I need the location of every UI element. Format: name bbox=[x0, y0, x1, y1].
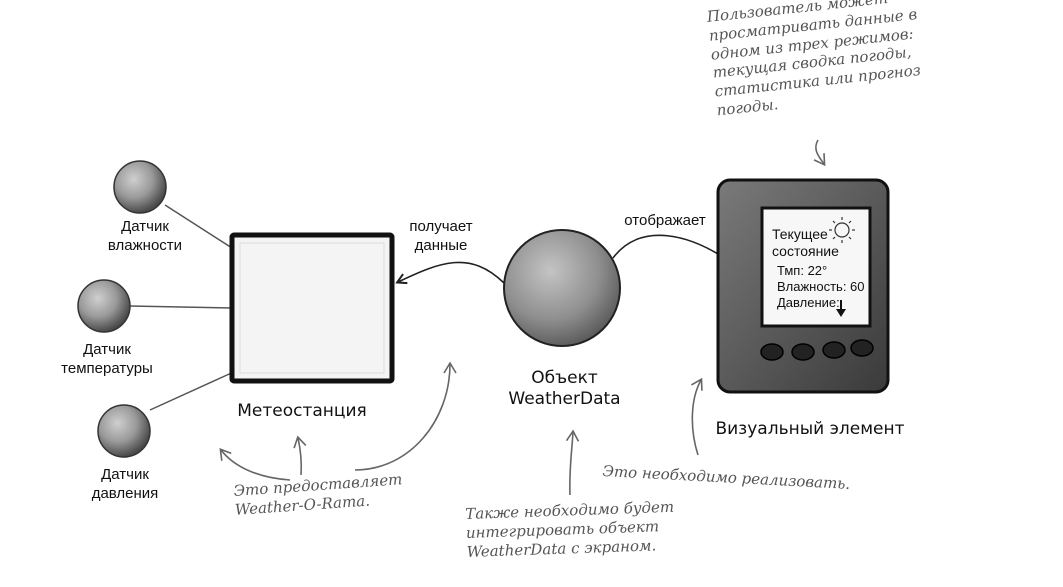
display-device-buttons bbox=[760, 339, 874, 361]
gets-data-label: получает данные bbox=[409, 218, 473, 254]
sun-icon bbox=[829, 217, 855, 243]
note-integrate-arrow bbox=[565, 429, 580, 496]
display-label: Визуальный элемент bbox=[715, 419, 905, 439]
screen-pressure: Давление: bbox=[777, 295, 840, 310]
sensor-humidity-sphere bbox=[113, 160, 167, 214]
device-button-3 bbox=[822, 341, 846, 359]
screen-temperature: Тмп: 22° bbox=[777, 263, 828, 278]
sensor-temperature-sphere bbox=[77, 279, 131, 333]
note-provided-arrow-left bbox=[219, 447, 291, 481]
screen-title: Текущее состояние bbox=[772, 226, 839, 259]
gets-data-arrow bbox=[398, 261, 505, 283]
sensor-temperature-connector bbox=[129, 305, 233, 309]
weatherdata-sphere bbox=[503, 229, 621, 347]
sensor-pressure-connector bbox=[149, 369, 239, 411]
device-button-4 bbox=[850, 339, 874, 357]
screen-humidity: Влажность: 60 bbox=[777, 279, 865, 294]
device-button-1 bbox=[760, 343, 784, 361]
weatherdata-label: Объект WeatherData bbox=[508, 368, 621, 410]
sensor-humidity-label: Датчик влажности bbox=[107, 218, 183, 254]
note-modes-arrow bbox=[813, 139, 826, 167]
note-provided-arrow-right bbox=[354, 361, 457, 471]
display-device-screen bbox=[760, 206, 872, 328]
weather-station-box bbox=[229, 232, 395, 384]
sensor-temperature-label: Датчик температуры bbox=[61, 341, 153, 377]
pressure-down-arrow-icon bbox=[836, 300, 846, 317]
note-integrate: Также необходимо будет интегрировать объ… bbox=[465, 497, 675, 561]
device-button-2 bbox=[791, 343, 815, 361]
sensor-humidity-connector bbox=[164, 204, 233, 249]
weather-station-inner-texture bbox=[239, 242, 385, 374]
displays-label: отображает bbox=[624, 212, 706, 229]
sensor-pressure-label: Датчик давления bbox=[91, 466, 159, 502]
weather-station-label: Метеостанция bbox=[237, 401, 367, 421]
sensor-pressure-sphere bbox=[97, 404, 151, 458]
note-implement-arrow bbox=[691, 377, 703, 456]
note-provided-arrow-up bbox=[293, 435, 307, 476]
